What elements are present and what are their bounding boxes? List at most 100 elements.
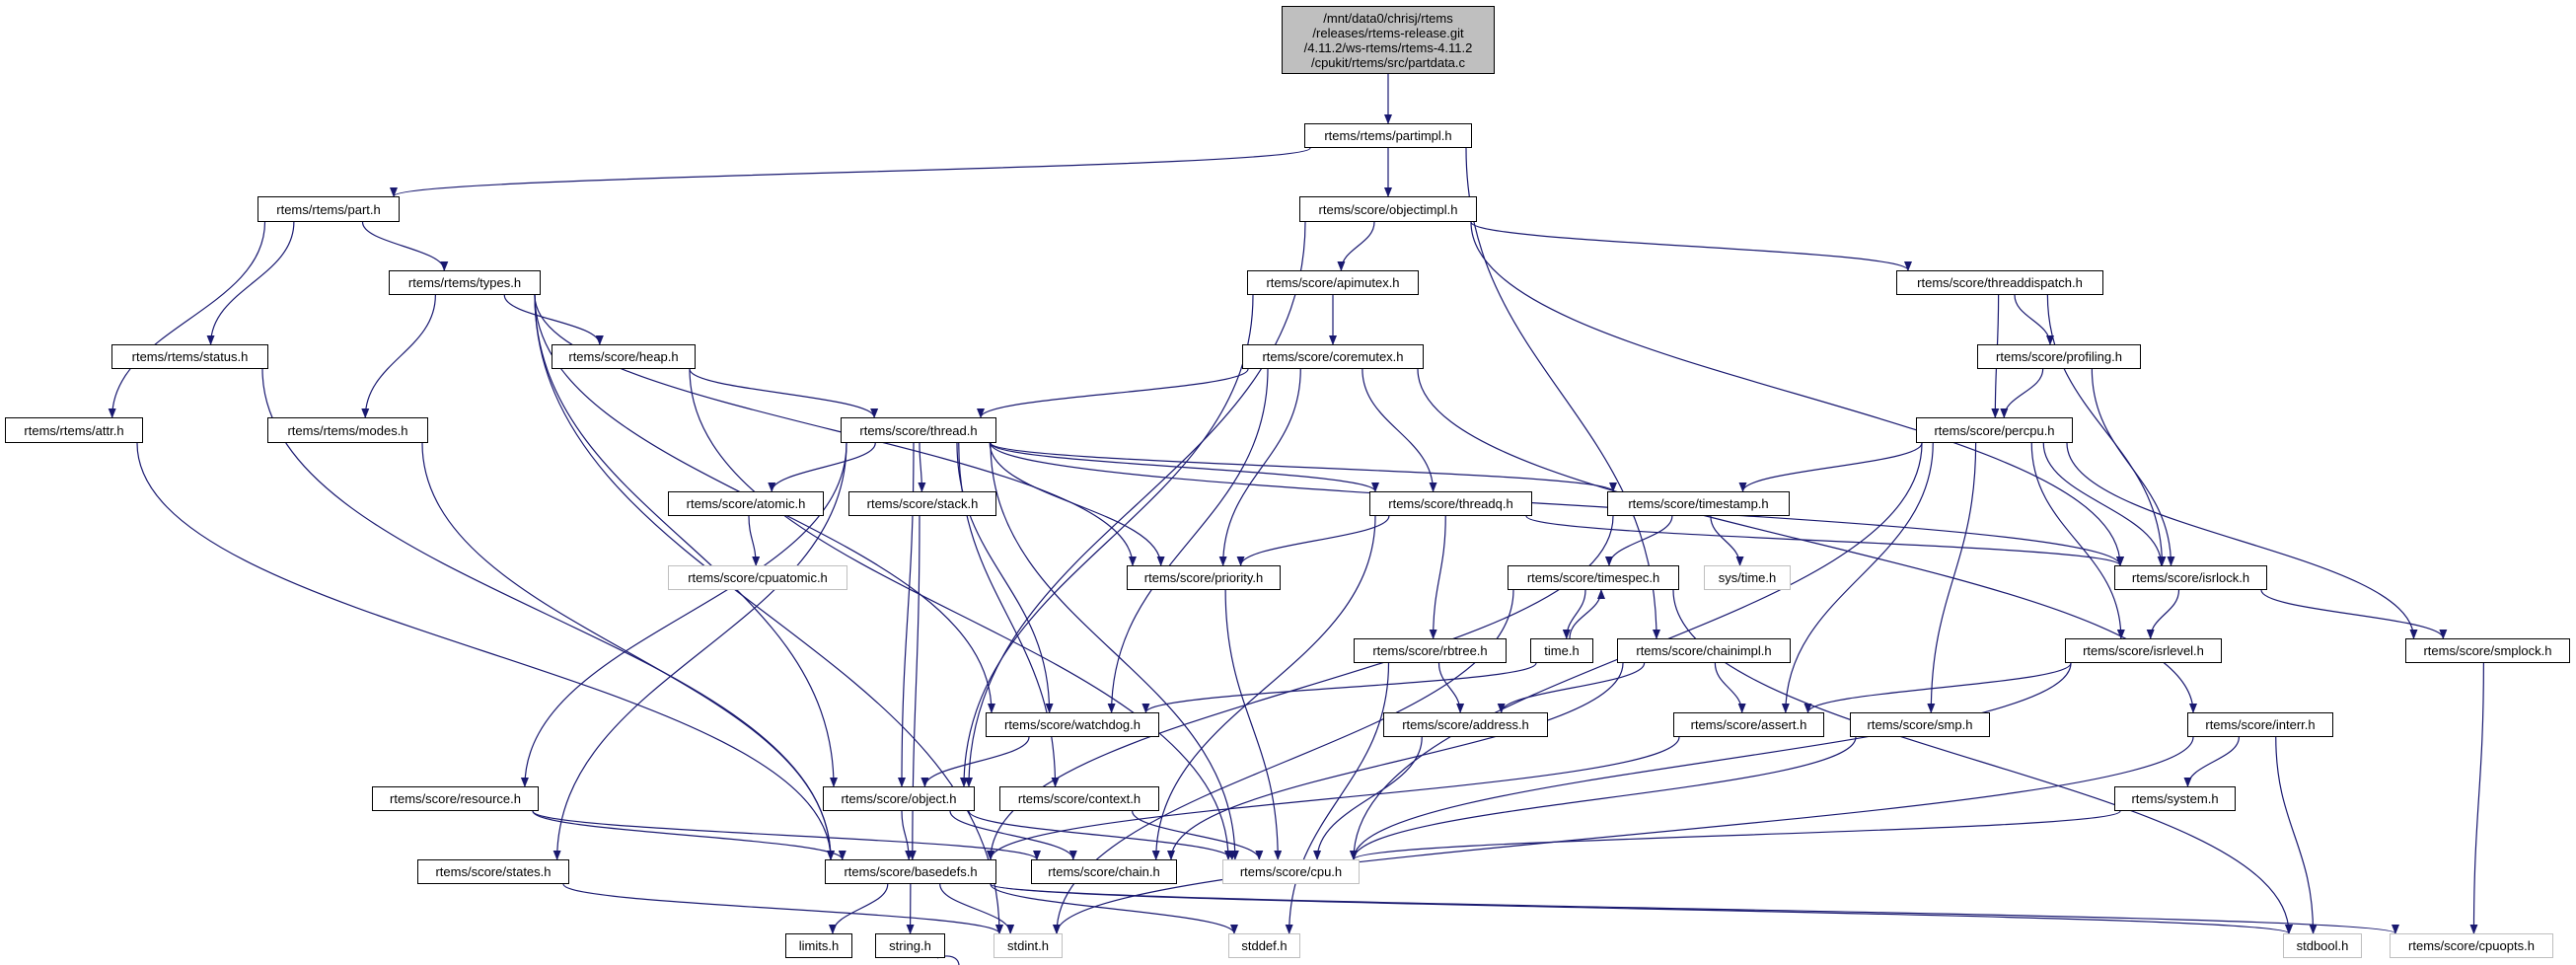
edge-resource-to-chain (532, 810, 1041, 860)
node-system[interactable]: rtems/system.h (2114, 786, 2236, 811)
node-source: /mnt/data0/chrisj/rtems /releases/rtems-… (1282, 6, 1495, 74)
edge-thread-to-priority (989, 442, 1165, 566)
edge-priority-to-cpu (1224, 589, 1283, 860)
node-timespec[interactable]: rtems/score/timespec.h (1508, 565, 1679, 590)
edge-rbtree-to-address (1437, 662, 1465, 713)
node-threaddispatch[interactable]: rtems/score/threaddispatch.h (1896, 270, 2103, 295)
edge-types-to-object (534, 294, 838, 787)
node-rbtree[interactable]: rtems/score/rbtree.h (1354, 638, 1507, 663)
edge-heap-to-cpu (689, 368, 1232, 860)
edge-timestamp-to-timespec (1604, 515, 1673, 566)
edge-atomic-to-cpuatomic (748, 515, 761, 566)
edge-coremutex-to-priority (1218, 368, 1301, 566)
edge-partimpl-to-part (390, 147, 1311, 197)
edge-coremutex-to-watchdog (1107, 368, 1269, 713)
node-modes[interactable]: rtems/rtems/modes.h (267, 417, 428, 443)
edge-objectimpl-to-apimutex (1337, 221, 1375, 271)
edge-apimutex-to-object (960, 294, 1254, 787)
edge-timespec-to-time (1562, 589, 1586, 639)
edge-watchdog-to-object (920, 736, 1030, 787)
node-smp[interactable]: rtems/score/smp.h (1850, 712, 1990, 737)
edge-types-to-modes (361, 294, 436, 418)
edge-threadq-to-priority (1236, 515, 1390, 566)
edge-percpu-to-smp (1927, 442, 1977, 713)
edge-timestamp-to-systime (1710, 515, 1744, 566)
edge-thread-to-states (552, 442, 847, 860)
node-interr[interactable]: rtems/score/interr.h (2187, 712, 2333, 737)
node-types[interactable]: rtems/rtems/types.h (389, 270, 541, 295)
edge-object-to-basedefs (901, 810, 914, 860)
node-time[interactable]: time.h (1530, 638, 1593, 663)
node-basedefs[interactable]: rtems/score/basedefs.h (825, 859, 996, 884)
edge-basedefs-to-limits (828, 883, 889, 934)
edge-assert-to-basedefs (987, 736, 1680, 860)
node-status[interactable]: rtems/rtems/status.h (111, 344, 268, 369)
edge-chainimpl-to-address (1497, 662, 1646, 713)
edge-heap-to-thread (689, 368, 879, 418)
edge-object-to-cpu (968, 810, 1236, 860)
node-atomic[interactable]: rtems/score/atomic.h (668, 491, 824, 516)
node-string[interactable]: string.h (875, 933, 945, 958)
edge-isrlock-to-isrlevel (2146, 589, 2180, 639)
node-threadq[interactable]: rtems/score/threadq.h (1369, 491, 1532, 516)
node-isrlock[interactable]: rtems/score/isrlock.h (2114, 565, 2267, 590)
edge-smp-to-cpu (1350, 736, 1857, 860)
node-part[interactable]: rtems/rtems/part.h (258, 196, 400, 222)
node-profiling[interactable]: rtems/score/profiling.h (1977, 344, 2141, 369)
edge-thread-to-threadq (990, 442, 1379, 492)
node-address[interactable]: rtems/score/address.h (1383, 712, 1548, 737)
node-attr[interactable]: rtems/rtems/attr.h (5, 417, 143, 443)
node-stdint[interactable]: stdint.h (994, 933, 1063, 958)
node-assert[interactable]: rtems/score/assert.h (1673, 712, 1824, 737)
node-chainimpl[interactable]: rtems/score/chainimpl.h (1617, 638, 1791, 663)
node-objectimpl[interactable]: rtems/score/objectimpl.h (1299, 196, 1477, 222)
node-smplock[interactable]: rtems/score/smplock.h (2405, 638, 2570, 663)
node-partimpl[interactable]: rtems/rtems/partimpl.h (1304, 123, 1472, 148)
edge-part-to-attr (108, 221, 266, 418)
edge-thread-to-timestamp (990, 442, 1617, 492)
edge-interr-to-stdint (1053, 736, 2194, 934)
node-cpuopts[interactable]: rtems/score/cpuopts.h (2390, 933, 2553, 958)
node-percpu[interactable]: rtems/score/percpu.h (1916, 417, 2073, 443)
edge-percpu-to-isrlevel (2030, 442, 2125, 639)
node-timestamp[interactable]: rtems/score/timestamp.h (1607, 491, 1790, 516)
node-chain[interactable]: rtems/score/chain.h (1031, 859, 1177, 884)
edge-types-to-stdint (534, 294, 1003, 934)
node-coremutex[interactable]: rtems/score/coremutex.h (1242, 344, 1424, 369)
node-thread[interactable]: rtems/score/thread.h (841, 417, 996, 443)
node-systime[interactable]: sys/time.h (1704, 565, 1791, 590)
node-resource[interactable]: rtems/score/resource.h (372, 786, 539, 811)
edge-objectimpl-to-threaddispatch (1470, 221, 1912, 271)
edge-threaddispatch-to-profiling (2014, 294, 2054, 345)
node-priority[interactable]: rtems/score/priority.h (1127, 565, 1281, 590)
edge-percpu-to-timestamp (1738, 442, 1923, 492)
edge-threaddispatch-to-isrlock (2046, 294, 2167, 566)
edge-objectimpl-to-isrlock (1470, 221, 2124, 566)
edge-chainimpl-to-chain (1167, 662, 1624, 860)
node-stdbool[interactable]: stdbool.h (2283, 933, 2362, 958)
edge-basedefs-to-stddef (990, 883, 1238, 934)
edge-threadq-to-chain (1151, 515, 1376, 860)
edge-interr-to-system (2183, 736, 2240, 787)
node-states[interactable]: rtems/score/states.h (417, 859, 569, 884)
node-cpu[interactable]: rtems/score/cpu.h (1222, 859, 1360, 884)
node-isrlevel[interactable]: rtems/score/isrlevel.h (2065, 638, 2222, 663)
node-heap[interactable]: rtems/score/heap.h (552, 344, 696, 369)
edge-interr-to-stdbool (2275, 736, 2318, 934)
edge-basedefs-to-stdint (939, 883, 1015, 934)
edge-types-to-heap (503, 294, 604, 345)
edge-object-to-chain (949, 810, 1077, 860)
node-stddef[interactable]: stddef.h (1228, 933, 1300, 958)
node-limits[interactable]: limits.h (785, 933, 852, 958)
node-object[interactable]: rtems/score/object.h (823, 786, 975, 811)
node-watchdog[interactable]: rtems/score/watchdog.h (986, 712, 1159, 737)
node-apimutex[interactable]: rtems/score/apimutex.h (1247, 270, 1419, 295)
edge-part-to-types (361, 221, 449, 271)
edge-isrlevel-to-cpu (1350, 662, 2072, 860)
edge-threadq-to-isrlock (1525, 515, 2124, 566)
edge-time-to-timespec (1569, 589, 1605, 639)
node-stack[interactable]: rtems/score/stack.h (848, 491, 996, 516)
node-cpuatomic[interactable]: rtems/score/cpuatomic.h (668, 565, 847, 590)
node-context[interactable]: rtems/score/context.h (999, 786, 1159, 811)
edge-percpu-to-assert (1781, 442, 1934, 713)
